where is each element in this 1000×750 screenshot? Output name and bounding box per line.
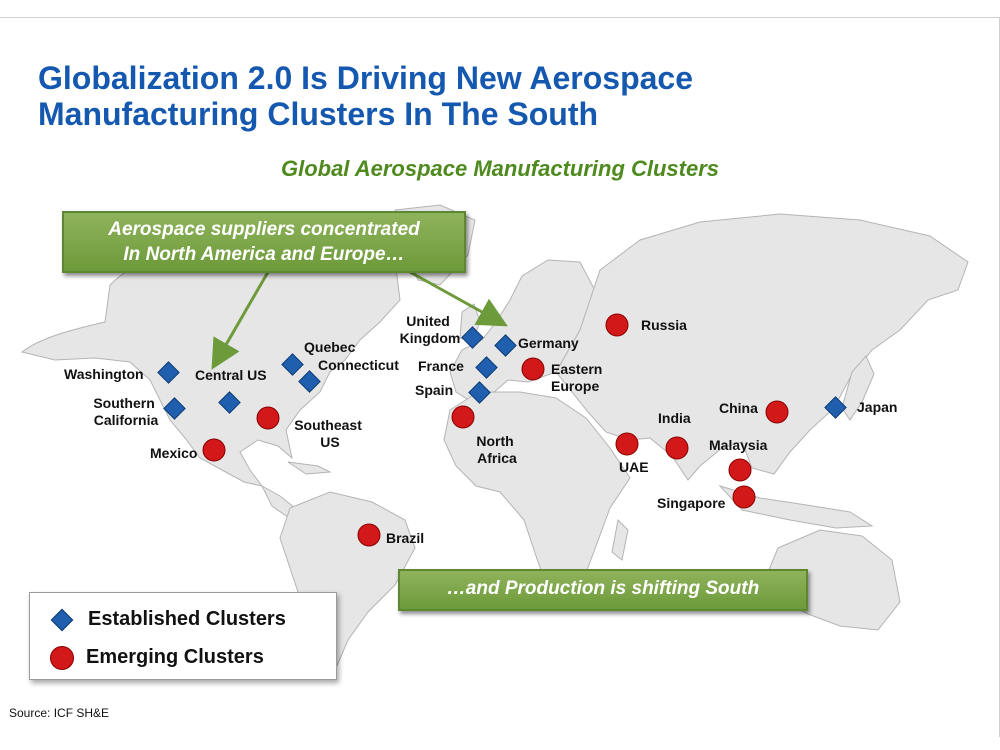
label-japan: Japan <box>857 399 897 415</box>
label-singapore: Singapore <box>657 495 726 511</box>
marker-france[interactable] <box>475 356 498 379</box>
label-united-kingdom: United Kingdom <box>400 313 461 346</box>
marker-washington[interactable] <box>157 361 180 384</box>
arrow-to-north-america <box>211 271 270 370</box>
established-markers <box>157 326 847 420</box>
label-eastern-europe: Eastern Europe <box>551 361 606 394</box>
label-france: France <box>418 358 464 374</box>
top-divider <box>0 17 1000 18</box>
label-quebec: Quebec <box>304 339 356 355</box>
label-north-africa: North Africa <box>476 433 517 466</box>
label-mexico: Mexico <box>150 445 197 461</box>
indonesia-islands <box>718 484 874 529</box>
marker-china[interactable] <box>765 400 789 424</box>
label-uae: UAE <box>619 459 649 475</box>
label-spain: Spain <box>415 382 453 398</box>
label-central-us: Central US <box>195 367 267 383</box>
map-subtitle: Global Aerospace Manufacturing Clusters <box>280 156 720 181</box>
marker-north-africa[interactable] <box>451 405 475 429</box>
label-india: India <box>658 410 691 426</box>
page-title: Globalization 2.0 Is Driving New Aerospa… <box>38 60 693 132</box>
madagascar-landmass <box>611 518 629 561</box>
circle-icon <box>50 645 74 670</box>
marker-germany[interactable] <box>494 334 517 357</box>
legend-established-label: Established Clusters <box>88 608 286 630</box>
label-russia: Russia <box>641 317 687 333</box>
callout-arrows <box>211 270 508 370</box>
caribbean-islands <box>287 461 332 475</box>
source-note: Source: ICF SH&E <box>9 706 110 720</box>
callout-top-line-1: Aerospace suppliers concentrated <box>108 219 420 240</box>
title-line-1: Globalization 2.0 Is Driving New Aerospa… <box>38 60 693 96</box>
label-malaysia: Malaysia <box>709 437 768 453</box>
arrow-to-europe <box>409 270 508 327</box>
marker-connecticut[interactable] <box>298 370 321 393</box>
marker-united-kingdom[interactable] <box>461 326 484 349</box>
marker-malaysia[interactable] <box>728 458 752 482</box>
callout-established-regions: Aerospace suppliers concentrated In Nort… <box>62 211 466 273</box>
label-southeast-us: Southeast US <box>294 417 366 450</box>
marker-mexico[interactable] <box>202 438 226 462</box>
label-brazil: Brazil <box>386 530 424 546</box>
marker-japan[interactable] <box>824 396 847 419</box>
emerging-markers <box>202 313 789 547</box>
label-southern-california: Southern California <box>93 395 158 428</box>
marker-southern-california[interactable] <box>163 397 186 420</box>
legend-emerging: Emerging Clusters <box>48 643 264 671</box>
marker-central-us[interactable] <box>218 391 241 414</box>
callout-top-line-2: In North America and Europe… <box>123 244 405 265</box>
legend-emerging-label: Emerging Clusters <box>86 646 264 668</box>
label-germany: Germany <box>518 335 579 351</box>
marker-russia[interactable] <box>605 313 629 337</box>
marker-brazil[interactable] <box>357 523 381 547</box>
marker-uae[interactable] <box>615 432 639 456</box>
marker-labels: Washington Southern California Central U… <box>64 313 897 546</box>
marker-singapore[interactable] <box>732 485 756 509</box>
label-connecticut: Connecticut <box>318 357 399 373</box>
marker-eastern-europe[interactable] <box>521 357 545 381</box>
marker-spain[interactable] <box>468 381 491 404</box>
label-washington: Washington <box>64 366 144 382</box>
marker-southeast-us[interactable] <box>256 406 280 430</box>
legend-established: Established Clusters <box>48 605 286 633</box>
diamond-icon <box>50 608 74 632</box>
map-legend: Established Clusters Emerging Clusters <box>29 592 337 680</box>
callout-shifting-south: …and Production is shifting South <box>398 569 808 611</box>
title-line-2: Manufacturing Clusters In The South <box>38 96 599 132</box>
marker-quebec[interactable] <box>281 353 304 376</box>
label-china: China <box>719 400 758 416</box>
marker-india[interactable] <box>665 436 689 460</box>
